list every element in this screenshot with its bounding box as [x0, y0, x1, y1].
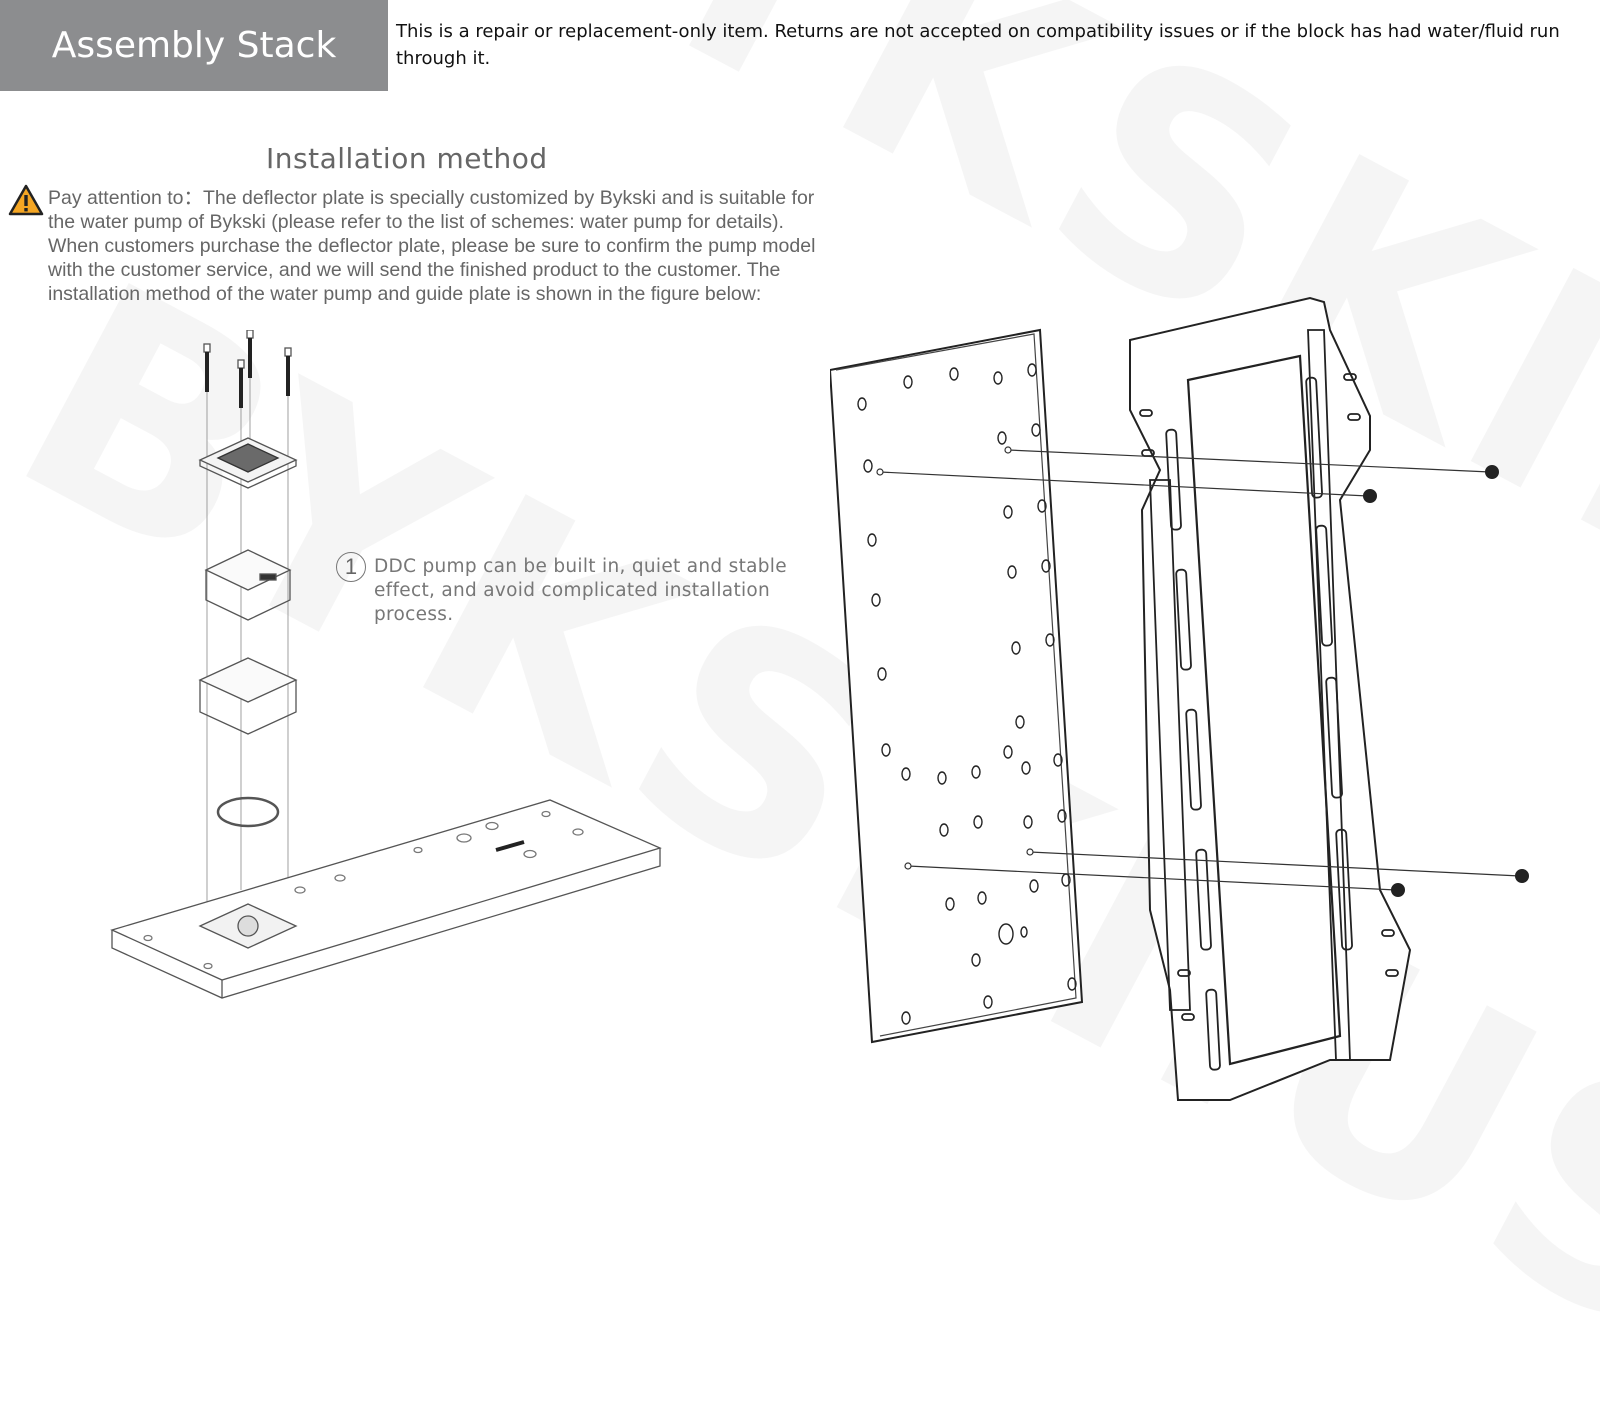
step-number-badge: 1: [336, 552, 366, 582]
section-title: Assembly Stack: [51, 25, 337, 66]
pump-exploded-diagram: [110, 330, 662, 999]
o-ring: [216, 796, 280, 828]
pump-top-cover: [198, 437, 298, 489]
pump-housing: [198, 657, 298, 735]
step-description: DDC pump can be built in, quiet and stab…: [374, 556, 787, 625]
installation-title: Installation method: [266, 142, 548, 175]
return-policy-notice: This is a repair or replacement-only ite…: [396, 21, 1560, 69]
screw-icon: [1363, 465, 1529, 897]
section-title-tag: Assembly Stack: [0, 0, 388, 91]
mounting-bracket: [1129, 296, 1412, 1101]
ddc-pump-body: [204, 549, 292, 621]
deflector-base-plate: [110, 799, 662, 999]
plate-bracket-diagram: [830, 296, 1529, 1101]
warning-triangle-icon: [8, 184, 44, 216]
warning-text: Pay attention to：The deflector plate is …: [48, 187, 816, 305]
screw-icon: [203, 330, 292, 408]
deflector-plate: [830, 328, 1084, 1044]
